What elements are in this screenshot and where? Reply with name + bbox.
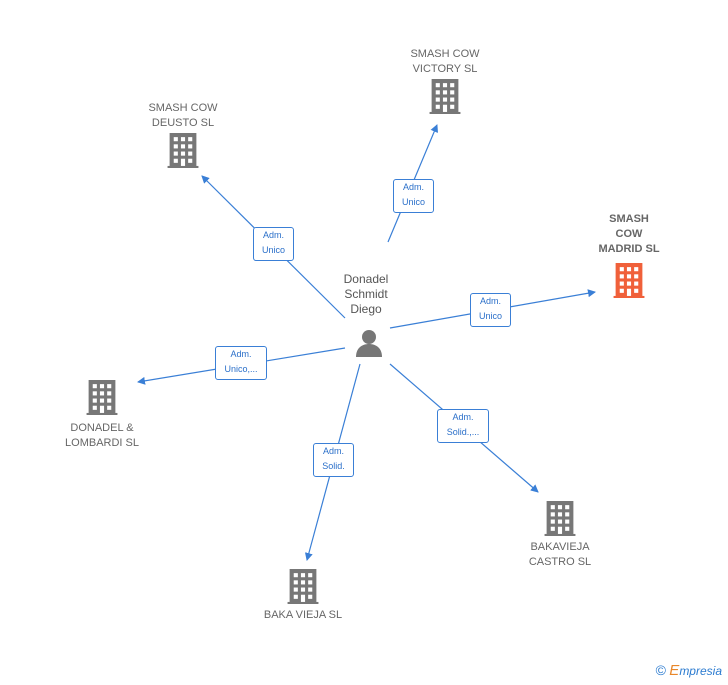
- company-node-baka[interactable]: BAKA VIEJA SL: [243, 567, 363, 623]
- brand-name: mpresia: [679, 664, 722, 678]
- company-label[interactable]: SMASH COW MADRID SL: [598, 213, 660, 255]
- company-label[interactable]: BAKA VIEJA SL: [263, 609, 343, 621]
- person-icon[interactable]: [354, 328, 384, 358]
- building-icon[interactable]: [86, 380, 118, 415]
- building-icon[interactable]: [613, 263, 645, 298]
- brand-initial: E: [669, 662, 680, 679]
- building-icon[interactable]: [287, 569, 319, 604]
- company-label[interactable]: BAKAVIEJA CASTRO SL: [528, 541, 592, 568]
- relation-label-victory[interactable]: Adm. Unico: [393, 179, 434, 213]
- company-node-deusto[interactable]: SMASH COW DEUSTO SL: [133, 101, 233, 168]
- relation-label-baka[interactable]: Adm. Solid.: [313, 443, 354, 477]
- company-node-bakavieja[interactable]: BAKAVIEJA CASTRO SL: [510, 499, 610, 570]
- building-icon[interactable]: [167, 133, 199, 168]
- company-label[interactable]: SMASH COW DEUSTO SL: [148, 102, 218, 129]
- building-icon[interactable]: [544, 501, 576, 536]
- company-node-madrid[interactable]: SMASH COW MADRID SL: [589, 212, 669, 298]
- brand-logo: © Empresia: [656, 662, 722, 679]
- building-icon[interactable]: [429, 79, 461, 114]
- relation-label-lombardi[interactable]: Adm. Unico,...: [215, 346, 267, 380]
- copyright-icon: ©: [655, 662, 666, 678]
- company-label[interactable]: DONADEL & LOMBARDI SL: [65, 422, 139, 449]
- company-label[interactable]: SMASH COW VICTORY SL: [410, 48, 480, 75]
- company-node-victory[interactable]: SMASH COW VICTORY SL: [395, 47, 495, 114]
- person-name[interactable]: Donadel Schmidt Diego: [343, 272, 389, 316]
- relation-label-bakavieja[interactable]: Adm. Solid.,...: [437, 409, 489, 443]
- company-node-lombardi[interactable]: DONADEL & LOMBARDI SL: [52, 378, 152, 451]
- relation-label-madrid[interactable]: Adm. Unico: [470, 293, 511, 327]
- relation-label-deusto[interactable]: Adm. Unico: [253, 227, 294, 261]
